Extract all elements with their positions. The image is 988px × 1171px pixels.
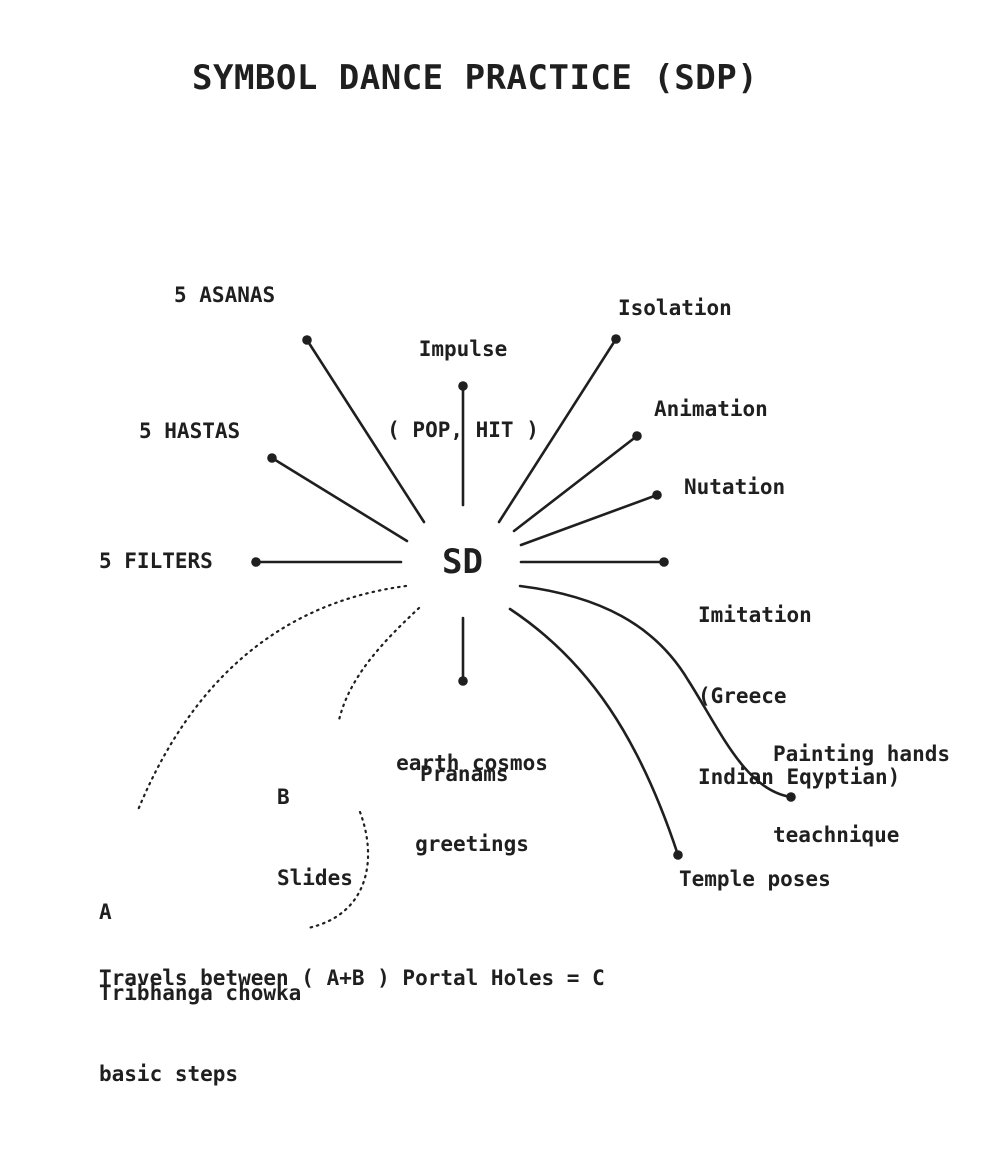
node-earth-line-2: greetings xyxy=(415,832,529,856)
node-slides: B Slides xyxy=(277,730,353,946)
node-dot-animation xyxy=(632,431,642,441)
node-dot-earth xyxy=(458,676,468,686)
node-painting: Painting hands teachnique xyxy=(773,687,950,903)
node-impulse: Impulse ( POP, HIT ) xyxy=(383,282,543,498)
node-animation: Animation xyxy=(654,397,768,421)
node-slides-line-1: B xyxy=(277,785,290,809)
node-imitation-line-3: Indian Eqyptian) xyxy=(698,765,901,789)
node-dot-imitation xyxy=(659,557,669,567)
node-tribhanga-line-1: A xyxy=(99,900,112,924)
dotted-path-c xyxy=(306,810,370,930)
node-asanas: 5 ASANAS xyxy=(174,283,276,307)
dotted-path-b xyxy=(337,606,421,722)
connector-isolation xyxy=(497,337,618,524)
node-earth-line-1: earth cosmos xyxy=(396,751,548,775)
node-dot-temple xyxy=(673,850,683,860)
node-dot-filters xyxy=(251,557,261,567)
node-painting-line-1: Painting hands xyxy=(773,742,951,766)
node-dot-impulse xyxy=(458,381,468,391)
dotted-path-a xyxy=(136,584,408,812)
connector-asanas xyxy=(305,338,426,524)
connector-nutation xyxy=(519,493,659,547)
connector-animation xyxy=(512,434,639,533)
center-node: SD xyxy=(442,542,483,582)
node-imitation-line-1: Imitation xyxy=(698,603,812,627)
node-painting-line-2: teachnique xyxy=(773,823,900,847)
node-isolation: Isolation xyxy=(618,296,732,320)
node-filters: 5 FILTERS xyxy=(99,549,213,573)
node-pranams: Pranams xyxy=(420,762,509,786)
node-dot-hastas xyxy=(267,453,277,463)
node-tribhanga-line-3: basic steps xyxy=(99,1062,239,1086)
node-tribhanga: A Tribhanga chowka basic steps xyxy=(99,845,301,1142)
diagram-title: SYMBOL DANCE PRACTICE (SDP) xyxy=(192,58,759,98)
connector-painting xyxy=(518,584,793,799)
node-imitation: Imitation (Greece Indian Eqyptian) xyxy=(698,548,900,845)
connector-hastas xyxy=(270,456,409,543)
node-dot-nutation xyxy=(652,490,662,500)
node-tribhanga-line-2: Tribhanga chowka xyxy=(99,981,302,1005)
node-nutation: Nutation xyxy=(684,475,786,499)
node-slides-line-2: Slides xyxy=(277,866,353,890)
node-imitation-line-2: (Greece xyxy=(698,684,787,708)
node-dot-isolation xyxy=(611,334,621,344)
footer-note: Travels between ( A+B ) Portal Holes = C xyxy=(99,966,605,990)
node-temple: Temple poses xyxy=(679,867,831,891)
node-dot-asanas xyxy=(302,335,312,345)
node-impulse-line-2: ( POP, HIT ) xyxy=(387,418,539,442)
node-impulse-line-1: Impulse xyxy=(418,337,508,361)
connector-temple xyxy=(508,607,680,857)
node-earth: earth cosmos greetings xyxy=(389,696,555,912)
node-dot-painting xyxy=(786,792,796,802)
node-hastas: 5 HASTAS xyxy=(139,419,241,443)
